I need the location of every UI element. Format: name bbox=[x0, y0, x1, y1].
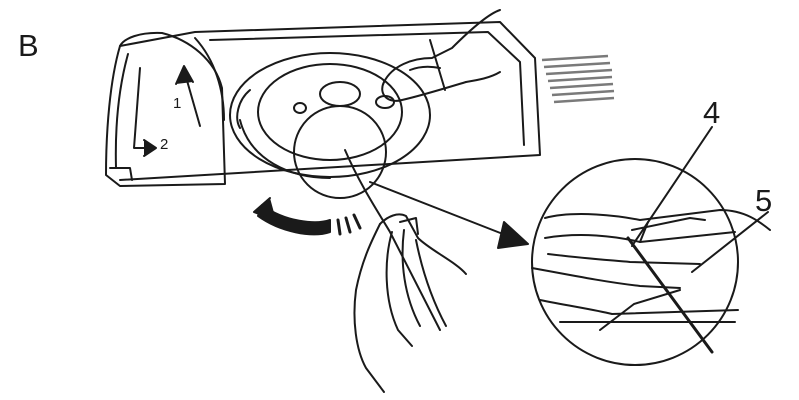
rotation-arrow bbox=[254, 198, 360, 234]
figure-letter: B bbox=[18, 30, 39, 61]
bobbin-case bbox=[230, 53, 430, 178]
cover-arrow-2 bbox=[134, 68, 156, 156]
bobbin-cover-plate bbox=[106, 33, 225, 186]
hand-holding-thread bbox=[354, 214, 466, 392]
callout-4-leader bbox=[632, 127, 712, 246]
callout-4: 4 bbox=[703, 97, 720, 128]
striped-graphic bbox=[542, 56, 614, 102]
bobbin bbox=[294, 82, 394, 113]
detail-thread bbox=[628, 238, 712, 352]
needle-plate bbox=[120, 22, 540, 180]
thread bbox=[345, 150, 440, 330]
callout-5: 5 bbox=[755, 185, 772, 216]
step-label-2: 2 bbox=[160, 137, 168, 152]
step-label-1: 1 bbox=[173, 96, 181, 111]
detail-zoom-view bbox=[532, 159, 770, 365]
